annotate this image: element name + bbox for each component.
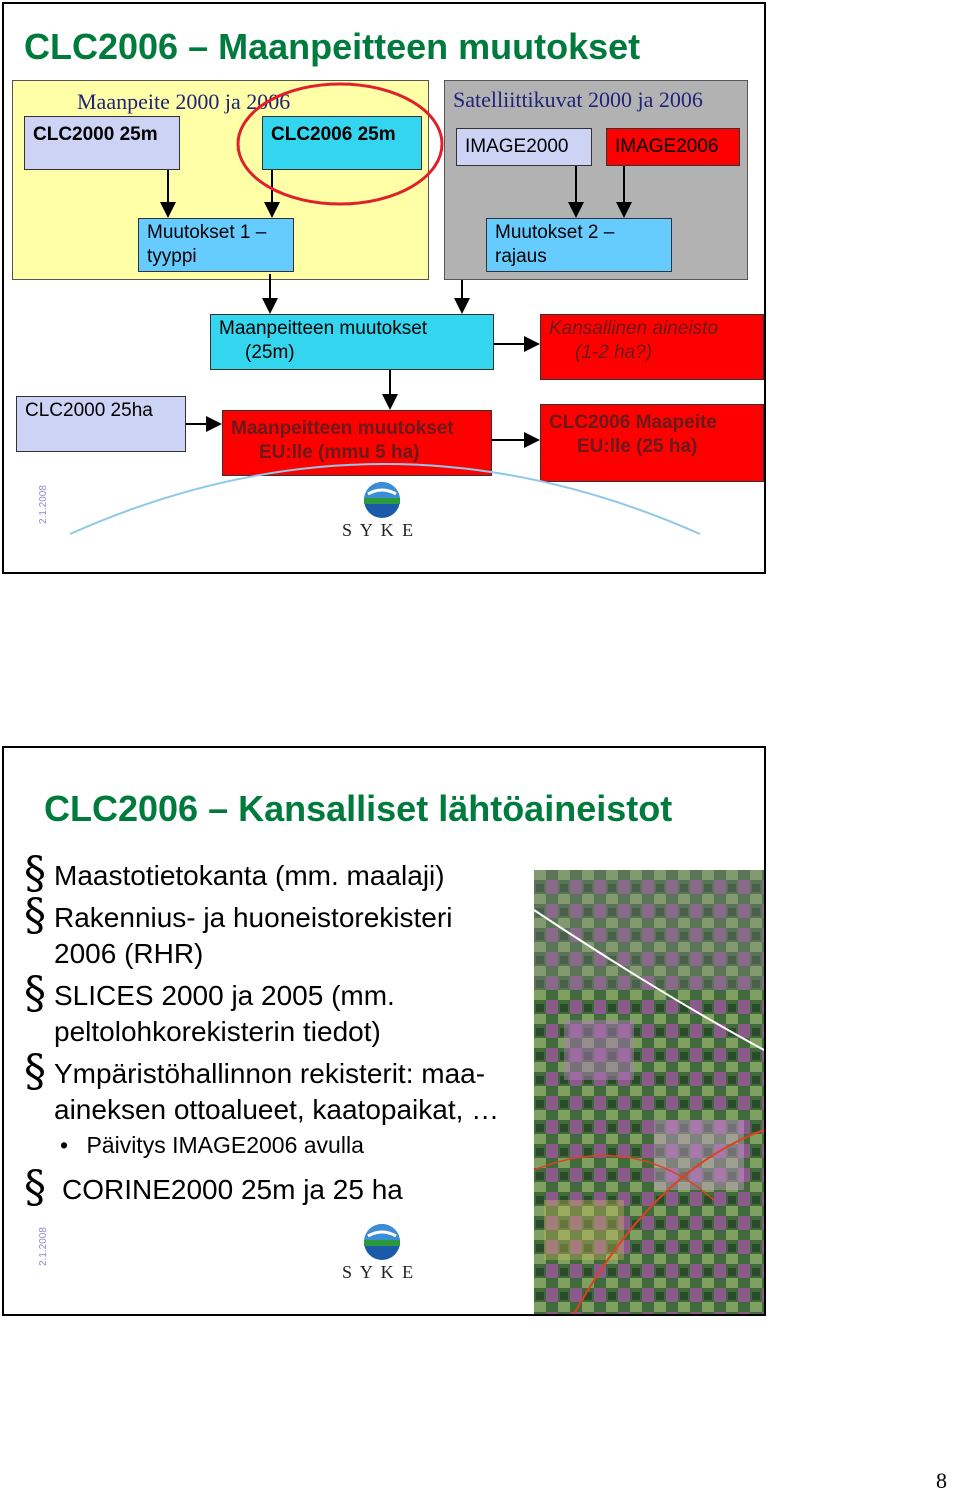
bullet-3-line1: SLICES 2000 ja 2005 (mm.: [54, 980, 395, 1011]
image2006-box: IMAGE2006: [606, 128, 740, 166]
muutokset-1-box: Muutokset 1 – tyyppi: [138, 218, 294, 272]
bullet-2-line2: 2006 (RHR): [54, 938, 204, 969]
maanpeitteen-line2: (25m): [245, 342, 295, 363]
clc2000-25ha-box: CLC2000 25ha: [16, 396, 186, 452]
muutokset-2-line1: Muutokset 2 –: [495, 222, 615, 243]
slide-2-title: CLC2006 – Kansalliset lähtöaineistot: [44, 788, 673, 829]
bullet-3-mark: §: [24, 968, 46, 1019]
kansallinen-line1: Kansallinen aineisto: [549, 318, 719, 339]
bullet-5-text: CORINE2000 25m ja 25 ha: [62, 1174, 403, 1205]
page-number: 8: [936, 1468, 947, 1493]
eu-muutokset-line1: Maanpeitteen muutokset: [231, 418, 454, 439]
clc2000-25m-box: CLC2000 25m: [24, 116, 180, 170]
slide-1: CLC2006 – Maanpeitteen muutokset Maanpei…: [2, 2, 766, 574]
bullet-1-line1: Maastotietokanta (mm. maalaji): [54, 860, 445, 891]
muutokset-1-line2: tyyppi: [147, 246, 197, 267]
clc2006-eu-box: CLC2006 Maapeite EU:lle (25 ha): [540, 404, 764, 482]
syke-logo-text: S Y K E: [342, 520, 416, 540]
eu-muutokset-box: Maanpeitteen muutokset EU:lle (mmu 5 ha): [222, 410, 492, 476]
satellite-image: [534, 870, 764, 1314]
kansallinen-aineisto-box: Kansallinen aineisto (1-2 ha?): [540, 314, 764, 380]
bullet-1-mark: §: [24, 848, 46, 899]
bullet-5-mark: §: [24, 1162, 46, 1213]
maanpeitteen-line1: Maanpeitteen muutokset: [219, 318, 428, 339]
image2000-box: IMAGE2000: [456, 128, 592, 166]
sub-bullet-mark: •: [60, 1132, 69, 1158]
bullet-3-line2: peltolohkorekisterin tiedot): [54, 1016, 381, 1047]
syke-logo-icon-2: [364, 1224, 400, 1260]
muutokset-2-box: Muutokset 2 – rajaus: [486, 218, 672, 272]
syke-logo-icon: [364, 482, 400, 518]
clc2006-eu-line1: CLC2006 Maapeite: [549, 412, 717, 433]
highlight-circle: [236, 82, 444, 206]
muutokset-2-line2: rajaus: [495, 246, 547, 267]
group-satelliittikuvat-label: Satelliittikuvat 2000 ja 2006: [453, 87, 703, 112]
bullet-4-line2: aineksen ottoalueet, kaatopaikat, …: [54, 1094, 500, 1125]
slide-1-date: 2.1.2008: [38, 485, 49, 524]
sub-bullet: • Päivitys IMAGE2006 avulla: [60, 1132, 364, 1159]
slide-1-title: CLC2006 – Maanpeitteen muutokset: [24, 26, 641, 67]
decor-arc: [69, 463, 701, 535]
slide-2: CLC2006 – Kansalliset lähtöaineistot § M…: [2, 746, 766, 1316]
maanpeitteen-muutokset-box: Maanpeitteen muutokset (25m): [210, 314, 494, 370]
muutokset-1-line1: Muutokset 1 –: [147, 222, 267, 243]
slide-1-connectors: [69, 82, 701, 535]
clc2006-eu-line2: EU:lle (25 ha): [577, 436, 698, 457]
bullet-4-mark: §: [24, 1046, 46, 1097]
kansallinen-line2: (1-2 ha?): [575, 342, 653, 363]
eu-muutokset-line2: EU:lle (mmu 5 ha): [259, 442, 420, 463]
bullet-2-line1: Rakennius- ja huoneistorekisteri: [54, 902, 453, 933]
clc2006-25m-box: CLC2006 25m: [262, 116, 422, 170]
bullet-4-line1: Ympäristöhallinnon rekisterit: maa-: [54, 1058, 486, 1089]
slide-2-date: 2.1.2008: [38, 1227, 49, 1266]
sub-bullet-text: Päivitys IMAGE2006 avulla: [86, 1132, 364, 1158]
syke-logo-text-2: S Y K E: [342, 1262, 416, 1282]
bullet-2-mark: §: [24, 890, 46, 941]
